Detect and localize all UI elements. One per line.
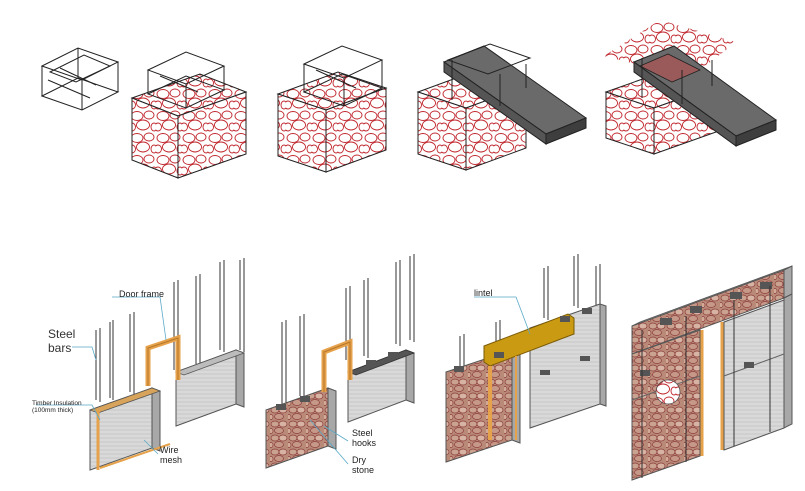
step-3-stone-block-frame	[276, 45, 388, 173]
leader-lines	[36, 296, 531, 465]
steel-bars-label: Steel bars	[48, 327, 76, 355]
dry-stone-label: Dry stone	[352, 455, 375, 476]
door-frame-label: Door frame	[119, 289, 165, 299]
step-4-lintel-slab	[416, 43, 588, 171]
lintel-label: lintel	[474, 288, 493, 298]
step-5-stone-fill-above	[604, 20, 778, 155]
wire-mesh-label: Wire mesh	[160, 445, 183, 466]
step-2-stone-block	[130, 51, 248, 179]
wall-stage-2	[265, 254, 416, 469]
wall-stage-3	[445, 254, 607, 463]
step-1-steel-frame	[40, 47, 120, 111]
wall-stage-1	[88, 258, 246, 471]
timber-insulation-label: Timber Insulation (100mm thick)	[32, 400, 82, 415]
wall-stage-4	[631, 265, 793, 481]
steel-hooks-label: Steel hooks	[352, 428, 377, 449]
